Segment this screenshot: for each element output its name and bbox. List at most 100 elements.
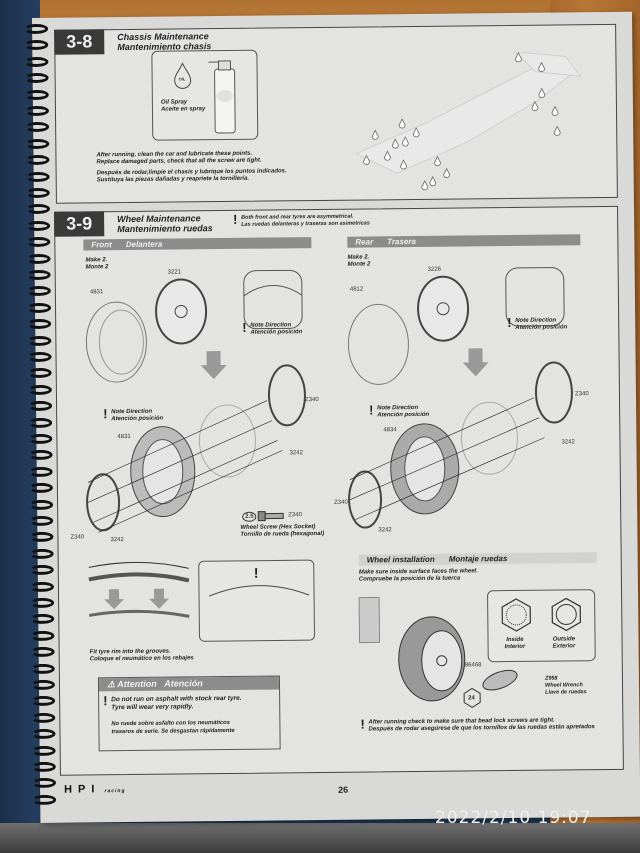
spiral-coil — [30, 630, 55, 641]
attention-header: ⚠ Attention Atención — [98, 676, 280, 692]
rear-tyre-part: 4834 — [383, 427, 397, 434]
spiral-coil — [28, 433, 53, 445]
hpi-racing-logo: HPI racing — [64, 783, 126, 796]
front-note-direction: Note Direction Atención posición — [250, 322, 303, 336]
rear-note-direction-2: Note Direction Atención posición — [377, 404, 430, 419]
section-number: 3-9 — [54, 211, 105, 237]
spiral-coil — [30, 614, 55, 625]
front-tyre-part: 4831 — [89, 289, 104, 296]
rear-ring-part-2: 3242 — [378, 527, 392, 534]
spiral-coil — [29, 499, 54, 510]
warning-triangle-icon: ⚠ — [106, 679, 118, 690]
spiral-coil — [25, 122, 50, 133]
spiral-coil — [30, 679, 56, 691]
wheel-screw-label: Wheel Screw (Hex Socket) Tornillo de rue… — [240, 524, 325, 538]
spiral-coil — [26, 237, 51, 248]
spiral-coil — [24, 105, 50, 117]
spiral-coil — [31, 778, 57, 789]
spiral-coil — [31, 761, 56, 773]
spiral-coil — [28, 482, 53, 494]
attention-exclamation-icon: ! — [103, 693, 108, 709]
spiral-coil — [25, 138, 50, 149]
spiral-coil — [27, 384, 52, 395]
front-wheel-part: 3221 — [167, 269, 182, 276]
spiral-coil — [25, 155, 50, 166]
spiral-coil — [26, 269, 51, 281]
spiral-coil — [26, 286, 51, 297]
spiral-coil — [29, 548, 54, 559]
attention-text-en: Do not run on asphalt with stock rear ty… — [111, 694, 242, 712]
spiral-coil — [30, 646, 55, 658]
front-note-direction-2: Note Direction Atención posición — [111, 408, 164, 423]
section-3-8-panel: 3-8 Chassis Maintenance Mantenimiento ch… — [54, 23, 618, 204]
spiral-coil — [28, 417, 53, 428]
section-title: Chassis Maintenance Mantenimiento chasis — [117, 31, 212, 53]
attention-text-es: No ruede sobre asfalto con los neumático… — [111, 719, 235, 736]
spiral-coil — [27, 335, 52, 346]
spiral-coil — [29, 581, 55, 592]
spiral-coil — [26, 302, 52, 313]
spiral-coil — [25, 187, 50, 199]
rear-wheel-exploded-diagram — [347, 267, 573, 529]
asymmetry-note: Both front and rear tyres are asymmetric… — [241, 213, 370, 228]
front-tyre-part-2: 4831 — [117, 433, 131, 441]
spiral-coil — [25, 204, 51, 215]
spiral-coil — [31, 728, 56, 740]
nut-inside-outside-icons — [501, 597, 581, 632]
rear-ring-part: 3242 — [561, 439, 575, 446]
front-screw-part-2: Z340 — [70, 534, 85, 541]
spiral-coil — [28, 450, 53, 461]
wrench-size: 24 — [468, 695, 475, 702]
after-running-note: After running check to make sure that be… — [368, 717, 595, 733]
spiral-coil — [29, 564, 54, 576]
front-screw-part: Z340 — [304, 397, 319, 404]
spiral-coil — [24, 40, 49, 51]
outside-label: Outside Exterior — [552, 636, 576, 650]
chassis-instructions-es: Después de rodar,limpie el chasis y lubr… — [96, 168, 287, 184]
photo-timestamp: 2022/2/10 19:07 — [435, 808, 592, 828]
oil-label: OIL — [178, 76, 186, 82]
note-direction-icon: ! — [103, 406, 108, 422]
spiral-coil — [30, 597, 55, 609]
rear-insert-part: 4812 — [349, 286, 364, 293]
warning-icon: ! — [233, 211, 238, 227]
front-ring-part: 3242 — [289, 450, 303, 457]
page-number: 26 — [338, 784, 349, 795]
spiral-coil — [31, 712, 56, 723]
wheel-installation-diagram — [358, 596, 518, 709]
note-direction-icon: ! — [369, 402, 374, 418]
oil-spray-label: Oil Spray Aceite en spray — [160, 99, 206, 113]
spiral-coil — [28, 466, 53, 477]
fit-tyre-instructions: Fit tyre rim into the grooves. Coloque e… — [89, 648, 194, 663]
rear-wheel-part: 3226 — [427, 266, 442, 273]
note-direction-icon: ! — [242, 319, 247, 335]
spiral-coil — [24, 56, 49, 67]
oil-spray-can-icon — [174, 60, 236, 134]
spiral-coil — [29, 515, 54, 527]
after-running-warning-icon: ! — [360, 716, 365, 732]
spiral-coil — [24, 23, 49, 35]
attention-box: ⚠ Attention Atención ! Do not run on asp… — [97, 675, 281, 752]
nut-orientation-box: Inside Interior Outside Exterior — [487, 589, 596, 663]
spiral-coil — [27, 351, 52, 363]
spiral-coil — [25, 171, 50, 182]
wheel-screw-part: Z340 — [288, 512, 302, 519]
section-title: Wheel Maintenance Mantenimiento ruedas — [117, 213, 213, 235]
spiral-coil — [26, 253, 51, 264]
rear-screw-part: Z340 — [574, 391, 589, 398]
rear-note-direction: Note Direction Atención posición — [515, 317, 568, 331]
nut-part: 86468 — [464, 662, 482, 669]
note-direction-icon: ! — [507, 314, 512, 331]
section-3-9-panel: 3-9 Wheel Maintenance Mantenimiento rued… — [54, 205, 624, 776]
spiral-coil — [31, 745, 56, 756]
section-number: 3-8 — [54, 29, 105, 55]
svg-text:!: ! — [254, 565, 259, 581]
wheel-wrench-label: Z958 Wheel Wrench Llave de ruedas — [544, 675, 587, 696]
spiral-coil — [30, 663, 55, 674]
spiral-coil — [27, 368, 52, 379]
oil-spray-box: OIL Oil Spray Aceite en spray — [151, 49, 259, 141]
front-ring-part-2: 3242 — [110, 537, 124, 544]
